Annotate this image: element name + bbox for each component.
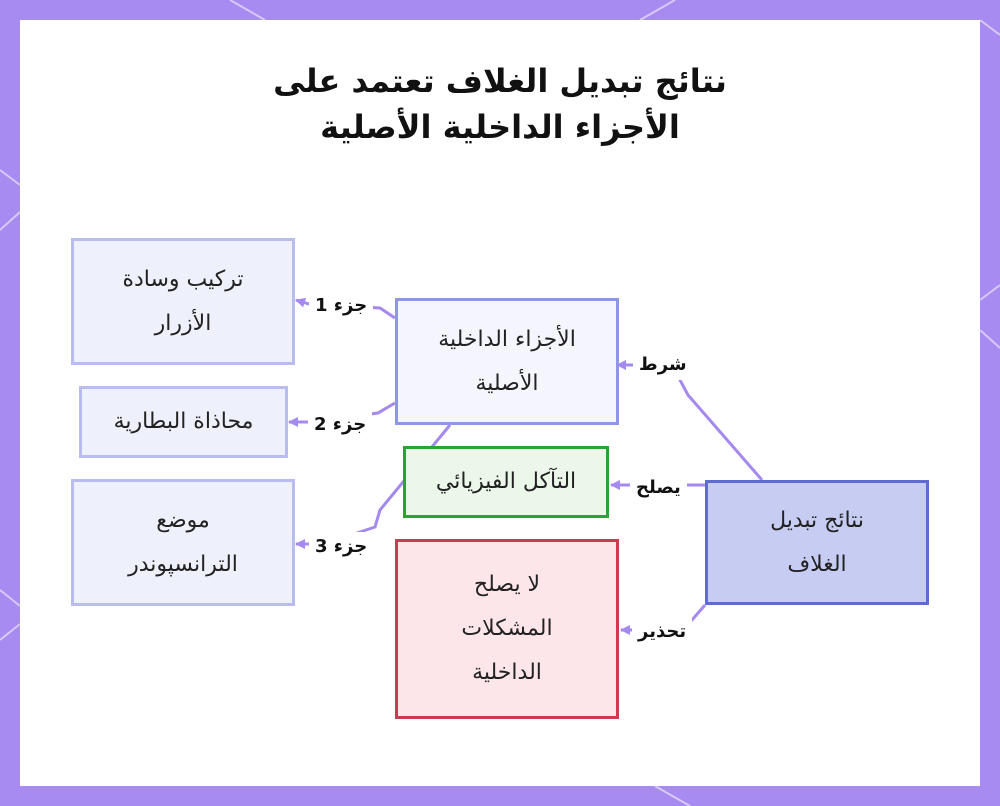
node-button-pad: تركيب وسادة الأزرار xyxy=(71,238,295,365)
edge-label-part-1: جزء 1 xyxy=(309,291,374,321)
node-original-parts-line-2: الأصلية xyxy=(475,370,539,396)
node-no-fix-line-2: المشكلات xyxy=(461,616,553,641)
title-line-1: نتائج تبديل الغلاف تعتمد على xyxy=(273,62,727,100)
node-no-fix: لا يصلح المشكلات الداخلية xyxy=(395,539,619,719)
edge-label-fixes: يصلح xyxy=(630,473,687,503)
node-case-swap-line-2: الغلاف xyxy=(787,551,847,577)
node-case-swap-line-1: نتائج تبديل xyxy=(770,507,864,533)
edge-label-condition: شرط xyxy=(633,350,693,380)
node-no-fix-line-3: الداخلية xyxy=(472,660,542,685)
node-physical-wear: التآكل الفيزيائي xyxy=(403,446,609,518)
node-battery-contacts: محاذاة البطارية xyxy=(79,386,288,458)
edge-label-warning: تحذير xyxy=(632,617,693,647)
node-button-pad-line-1: تركيب وسادة xyxy=(122,266,244,292)
edge-label-part-3: جزء 3 xyxy=(309,532,374,562)
node-transponder-line-2: الترانسپوندر xyxy=(128,551,238,577)
node-original-parts-line-1: الأجزاء الداخلية xyxy=(438,326,576,352)
node-button-pad-line-2: الأزرار xyxy=(154,310,212,336)
node-physical-wear-line-1: التآكل الفيزيائي xyxy=(435,469,577,494)
node-original-parts: الأجزاء الداخلية الأصلية xyxy=(395,298,619,425)
edge-condition xyxy=(616,360,764,481)
diagram-title: نتائج تبديل الغلاف تعتمد على الأجزاء الد… xyxy=(0,58,1000,150)
node-transponder-line-1: موضع xyxy=(156,507,210,533)
node-no-fix-line-1: لا يصلح xyxy=(473,572,541,597)
node-battery-contacts-line-1: محاذاة البطارية xyxy=(113,409,254,434)
title-line-2: الأجزاء الداخلية الأصلية xyxy=(320,108,680,146)
node-case-swap: نتائج تبديل الغلاف xyxy=(705,480,929,605)
node-transponder: موضع الترانسپوندر xyxy=(71,479,295,606)
edge-label-part-2: جزء 2 xyxy=(308,410,373,440)
